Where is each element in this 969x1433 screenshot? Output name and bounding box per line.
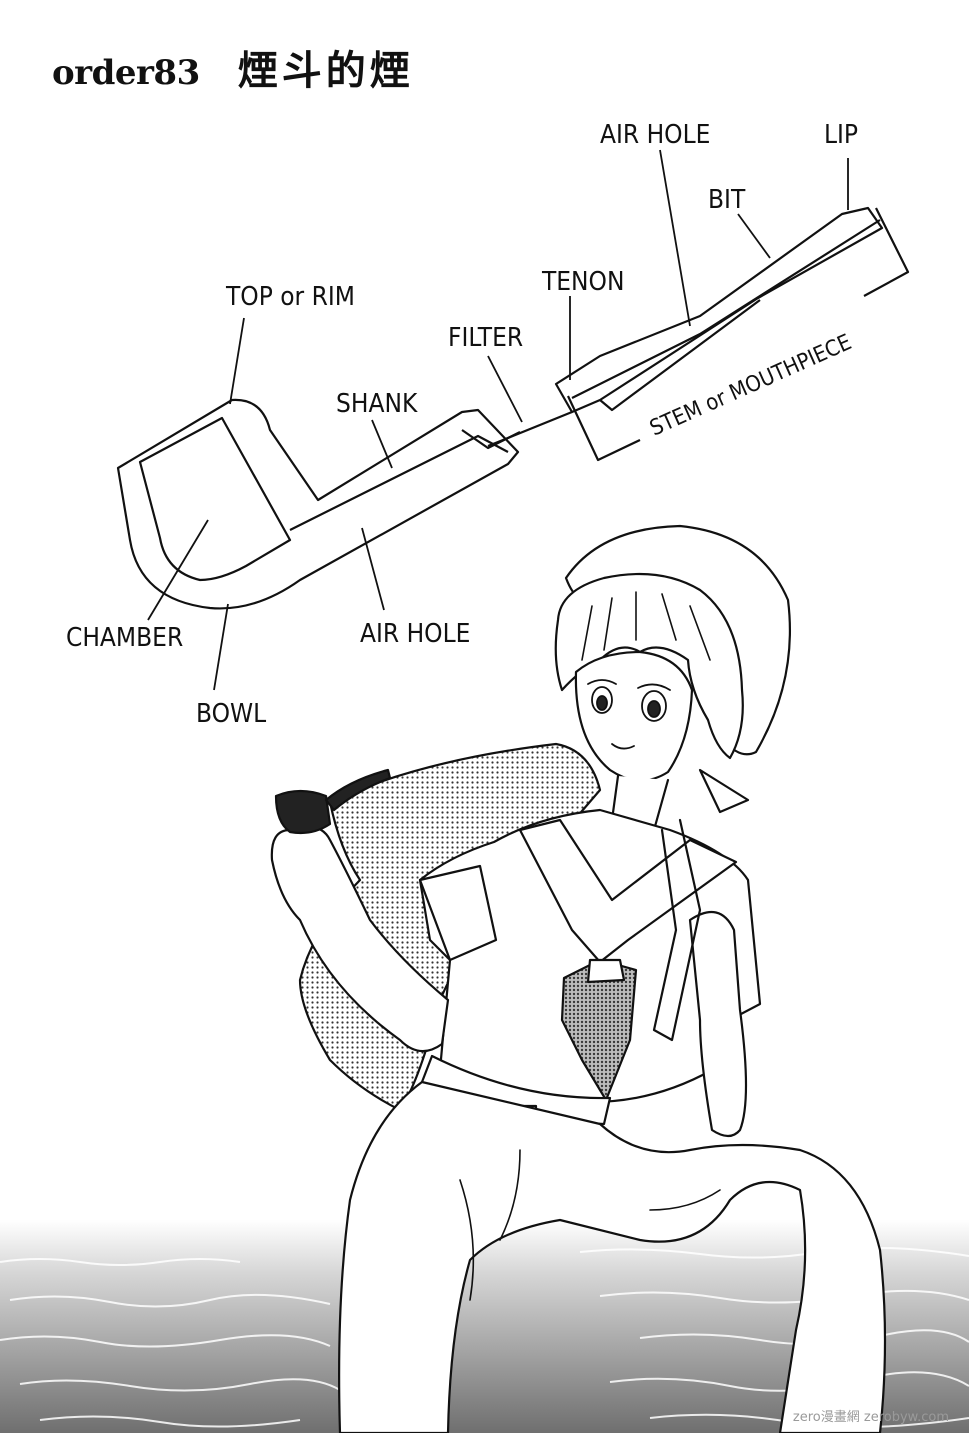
face: [574, 650, 694, 782]
chapter-title: 煙斗的煙: [237, 48, 414, 94]
left-arm: [270, 825, 450, 1053]
pipe-diagram: [116, 206, 910, 610]
eyes: [587, 679, 671, 722]
pipe-bowl-outline: [116, 398, 520, 610]
pipe-airhole-line: [289, 434, 509, 531]
pipe-chamber-outline: [138, 416, 292, 582]
pipe-stem-airhole: [571, 219, 881, 399]
label-air-hole-stem: AIR HOLE: [600, 120, 710, 150]
label-tenon: TENON: [541, 267, 624, 297]
label-filter: FILTER: [448, 323, 523, 353]
label-shank: SHANK: [336, 389, 418, 419]
label-lip: LIP: [824, 120, 858, 150]
pants: [338, 1080, 887, 1433]
sailor-collar: [518, 818, 738, 964]
watermark: zero漫畫網 zerobyw.com: [792, 1410, 949, 1425]
label-top-or-rim: TOP or RIM: [225, 282, 355, 312]
label-chamber: CHAMBER: [66, 623, 183, 653]
held-pipe: [274, 789, 332, 835]
label-bit: BIT: [708, 185, 746, 215]
hat-ribbon: [698, 768, 750, 814]
label-stem-or-mouthpiece: STEM or MOUTHPIECE: [646, 330, 855, 441]
right-arm: [688, 910, 748, 1138]
leader-lines: [147, 149, 849, 691]
label-air-hole-shank: AIR HOLE: [360, 619, 470, 649]
character-figure: [270, 524, 887, 1433]
bag-strap: [652, 818, 702, 1042]
label-bowl: BOWL: [196, 699, 266, 729]
scarf-knot: [586, 958, 626, 984]
pipe-filter: [487, 410, 573, 448]
chapter-header: order83 煙斗的煙: [52, 38, 414, 96]
mouthpiece-bracket: [567, 395, 641, 462]
pipe-stem-outline: [554, 206, 884, 414]
mouth: [611, 743, 635, 750]
left-sleeve: [418, 864, 498, 962]
chapter-number: order83: [52, 53, 200, 93]
